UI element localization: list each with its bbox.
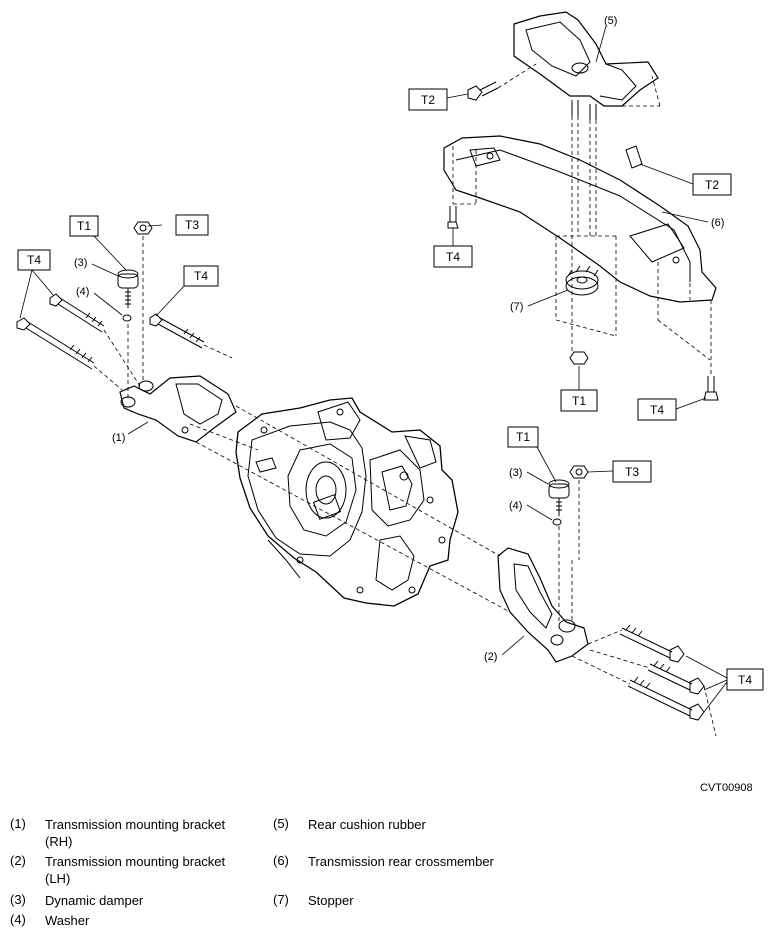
assembly-lines [93,63,717,737]
legend-text: Transmission mounting bracket (LH) [45,854,226,886]
torque-label-t3-rh: T3 [175,214,209,236]
svg-text:T2: T2 [421,93,435,107]
torque-label-t1-rh: T1 [69,215,99,237]
svg-text:T4: T4 [650,403,664,417]
legend-num: (1) [10,816,26,831]
dynamic-damper-lh [548,479,570,526]
callout-5: (5) [604,15,617,27]
svg-text:T3: T3 [185,218,199,232]
legend-num: (4) [10,912,26,927]
svg-text:T1: T1 [516,430,530,444]
rear-cushion-rubber [513,11,659,120]
nut-t3-lh [569,465,589,479]
legend-text: Stopper [308,893,354,908]
svg-text:T1: T1 [572,394,586,408]
torque-label-t1-stopper: T1 [560,389,598,412]
svg-text:T3: T3 [625,465,639,479]
callouts: (3) (4) (1) (5) (6) (7) (3) (4) (2) [74,15,724,663]
callout-1: (1) [112,432,125,444]
legend-num: (7) [273,892,289,907]
figure-code: CVT00908 [700,782,753,794]
stopper-part [565,265,599,296]
legend-num: (2) [10,853,26,868]
torque-label-t4-lh: T4 [726,668,764,691]
torque-label-t2-right: T2 [692,173,732,196]
nut-t3-rh [133,221,153,235]
torque-label-t4-rh-right: T4 [183,265,219,287]
callout-7: (7) [510,301,523,313]
torque-label-t4-rh-left: T4 [17,249,51,271]
torque-label-t3-lh: T3 [612,460,652,483]
svg-text:T2: T2 [705,178,719,192]
legend-text: Rear cushion rubber [308,817,426,832]
legend-num: (6) [273,853,289,868]
torque-label-t4-lower-right: T4 [637,398,677,421]
callout-4-lh: (4) [509,500,522,512]
legend-text: Washer [45,913,90,928]
callout-3-lh: (3) [509,467,522,479]
dynamic-damper-rh [117,269,139,322]
svg-text:T4: T4 [194,269,208,283]
callout-4-rh: (4) [76,286,89,298]
svg-text:T1: T1 [77,219,91,233]
legend-text: Transmission mounting bracket (RH) [45,817,226,849]
svg-text:T4: T4 [27,253,41,267]
callout-3-rh: (3) [74,257,87,269]
torque-label-t1-lh: T1 [507,426,539,448]
legend-text: Transmission rear crossmember [308,854,494,869]
torque-label-t4-crossmember: T4 [433,245,473,268]
transmission-case [235,397,459,607]
leader-lines [19,25,728,713]
bolts [16,81,719,721]
legend-num: (5) [273,816,289,831]
callout-6: (6) [711,217,724,229]
svg-text:T4: T4 [446,250,460,264]
exploded-view-diagram: T1 T3 T4 T4 T2 T2 T4 T1 T4 T1 T3 T4 (3) … [16,11,764,737]
legend-text: Dynamic damper [45,893,144,908]
mounting-bracket-lh [497,547,589,663]
legend-num: (3) [10,892,26,907]
nut-t1-stopper [569,351,589,365]
callout-2: (2) [484,651,497,663]
mounting-bracket-rh [119,375,237,443]
svg-text:T4: T4 [738,673,752,687]
torque-label-t2-top: T2 [408,88,448,111]
